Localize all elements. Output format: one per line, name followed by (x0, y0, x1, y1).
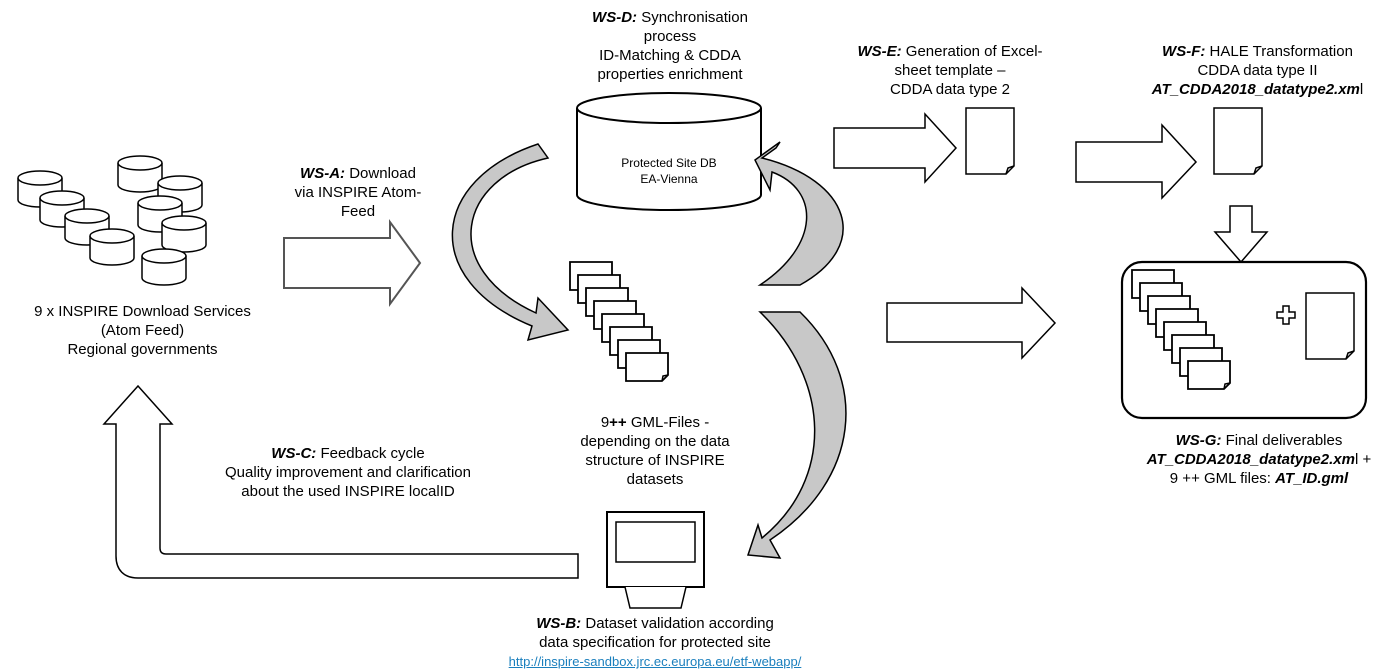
ws-f-arrow (1075, 123, 1198, 200)
sources-label: 9 x INSPIRE Download Services (Atom Feed… (34, 303, 251, 358)
ws-e-label: WS-E: Generation of Excel- sheet templat… (857, 43, 1043, 98)
excel-template-icon (965, 107, 1015, 175)
ws-g-label: WS-G: Final deliverables AT_CDDA2018_dat… (1146, 432, 1372, 487)
etf-webapp-link[interactable]: http://inspire-sandbox.jrc.ec.europa.eu/… (508, 654, 802, 669)
gml-files-label: 9++ GML-Files - depending on the data st… (580, 414, 730, 488)
final-xml-document-icon (1305, 292, 1355, 360)
regional-databases-icon (17, 155, 207, 286)
deliverables-arrow (886, 286, 1057, 360)
xml-document-icon (1213, 107, 1263, 175)
ws-a-label: WS-A: Download via INSPIRE Atom- Feed (294, 165, 422, 220)
protected-site-db-icon (576, 92, 762, 211)
ws-b-label: WS-B: Dataset validation according data … (508, 615, 802, 669)
feedback-arrow (102, 384, 579, 579)
plus-icon (1276, 305, 1296, 325)
ws-c-label: WS-C: Feedback cycle Quality improvement… (225, 445, 471, 500)
ws-a-arrow (283, 218, 422, 308)
ws-f-label: WS-F: HALE Transformation CDDA data type… (1151, 43, 1364, 98)
cycle-arrow-lower-right (746, 311, 847, 559)
validator-icon (606, 511, 705, 609)
ws-d-label: WS-D: Synchronisation process ID-Matchin… (592, 9, 748, 83)
ws-e-arrow (833, 112, 958, 184)
cycle-arrow-upper-right (754, 141, 844, 286)
gml-files-icon (570, 262, 668, 381)
cycle-arrow-upper-left (451, 143, 570, 342)
down-arrow (1213, 205, 1269, 264)
